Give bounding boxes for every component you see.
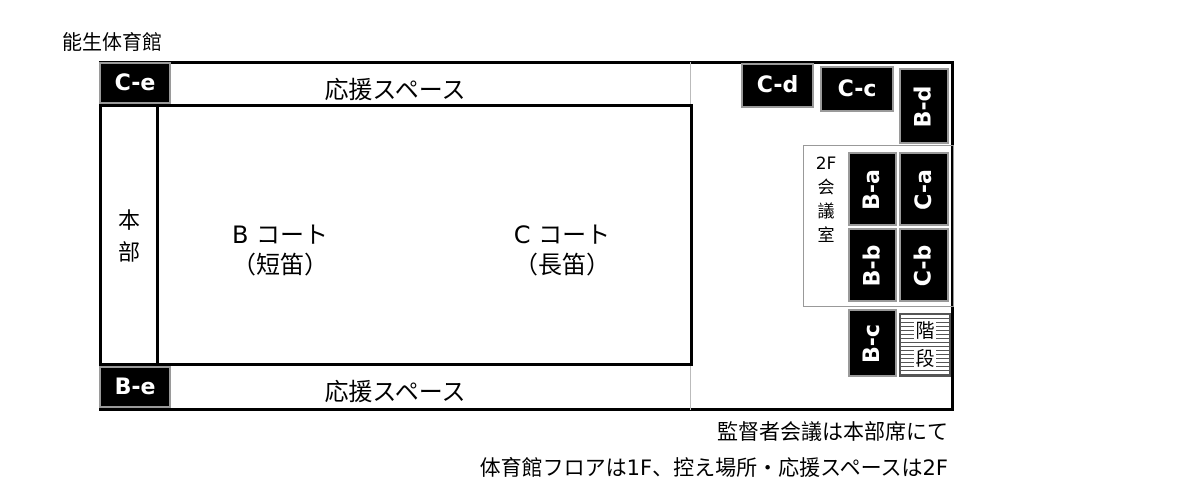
meeting-room-floor: 2F xyxy=(815,154,837,174)
stairs-char-1: 階 xyxy=(914,320,936,342)
court-c: C コート （長笛） xyxy=(482,220,642,282)
meeting-room-char-3: 室 xyxy=(817,226,835,246)
box-c-d: C-d xyxy=(741,63,814,108)
note-floor: 体育館フロアは1F、控え場所・応援スペースは2F xyxy=(479,456,948,480)
court-b: B コート （短笛） xyxy=(200,220,360,282)
box-b-d: B-d xyxy=(899,68,949,144)
box-b-a: B-a xyxy=(848,152,897,226)
box-b-b: B-b xyxy=(848,228,897,302)
headquarters-area xyxy=(99,104,159,366)
box-b-d-label: B-d xyxy=(911,85,937,127)
box-c-c: C-c xyxy=(820,66,894,112)
headquarters-label: 本 部 xyxy=(117,209,140,266)
note-meeting: 監督者会議は本部席にて xyxy=(717,420,948,444)
box-c-b-label: C-b xyxy=(911,244,937,286)
court-c-name: C コート xyxy=(513,221,611,249)
box-c-a-label: C-a xyxy=(911,168,937,210)
venue-title: 能生体育館 xyxy=(62,30,162,54)
cheer-space-top: 応援スペース xyxy=(324,76,466,104)
court-b-sub: （短笛） xyxy=(232,251,328,279)
meeting-room xyxy=(803,145,954,307)
box-c-e: C-e xyxy=(99,62,171,104)
meeting-room-char-1: 会 xyxy=(817,178,835,198)
box-c-b: C-b xyxy=(899,228,949,302)
court-b-name: B コート xyxy=(231,221,329,249)
stairs-char-2: 段 xyxy=(914,348,936,370)
box-b-c-label: B-c xyxy=(859,323,885,363)
box-b-e: B-e xyxy=(99,366,171,408)
cheer-space-bottom: 応援スペース xyxy=(324,378,466,406)
box-b-c: B-c xyxy=(848,309,897,377)
box-b-a-label: B-a xyxy=(860,168,885,210)
court-c-sub: （長笛） xyxy=(514,251,610,279)
box-c-a: C-a xyxy=(899,152,949,226)
meeting-room-label: 2F 会 議 室 xyxy=(808,152,844,262)
box-b-b-label: B-b xyxy=(860,244,885,286)
stairs: 階 段 xyxy=(899,313,951,377)
meeting-room-char-2: 議 xyxy=(817,202,835,222)
